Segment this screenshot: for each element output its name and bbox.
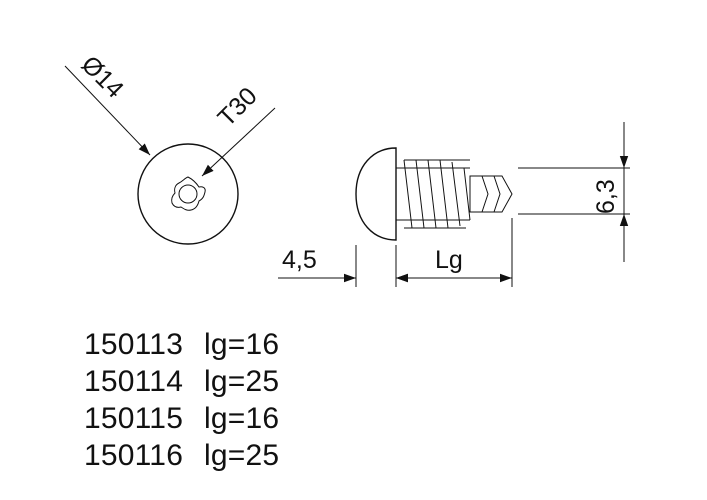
part-number: 150116 [84, 439, 184, 472]
length-label: Lg [435, 246, 463, 274]
part-length: lg=16 [204, 402, 280, 435]
length-dimension: Lg [396, 246, 512, 283]
screw-head [355, 147, 397, 241]
thread-diameter-label: 6,3 [592, 179, 620, 214]
thread-crests [404, 159, 470, 229]
drive-label: T30 [212, 82, 262, 132]
part-number: 150114 [84, 365, 184, 398]
part-row: 150114 lg=25 [84, 363, 279, 400]
drive-leader: T30 [201, 82, 276, 177]
head-outline [137, 143, 239, 245]
part-length: lg=16 [204, 328, 280, 361]
part-length: lg=25 [204, 365, 280, 398]
part-row: 150115 lg=16 [84, 400, 279, 437]
thread-diameter-dimension: 6,3 [518, 122, 630, 262]
part-number: 150113 [84, 328, 184, 361]
screw-threads [403, 159, 471, 229]
drill-tip [469, 175, 513, 213]
part-number: 150115 [84, 402, 184, 435]
part-row: 150116 lg=25 [84, 437, 279, 474]
diameter-leader: Ø14 [64, 50, 151, 156]
head-height-dimension: 4,5 [278, 246, 440, 283]
part-length: lg=25 [204, 439, 280, 472]
screw-side-view [355, 147, 513, 241]
part-number-list: 150113 lg=16 150114 lg=25 150115 lg=16 1501… [84, 326, 279, 474]
torx-recess [171, 176, 206, 211]
screw-shank [396, 167, 470, 221]
head-top-view [137, 143, 239, 245]
part-row: 150113 lg=16 [84, 326, 279, 363]
head-height-label: 4,5 [282, 246, 317, 274]
diameter-label: Ø14 [76, 50, 129, 103]
torx-inner [178, 184, 198, 204]
